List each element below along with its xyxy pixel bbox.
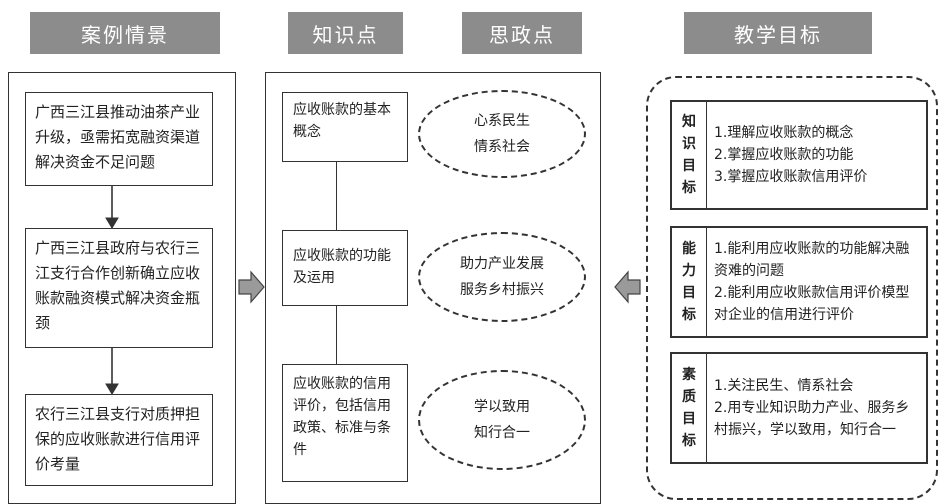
goal-box-ability: 能 力 目 标 1.能利用应收账款的功能解决融资难的问题 2.能利用应收账款信用…: [670, 226, 928, 338]
goal-item: 2.用专业知识助力产业、服务乡村振兴，学以致用，知行合一: [714, 400, 910, 438]
goal-box-knowledge: 知 识 目 标 1.理解应收账款的概念 2.掌握应收账款的功能 3.掌握应收账款…: [670, 100, 928, 210]
ideology-3-line1: 学以致用: [474, 399, 530, 415]
goal-item: 2.能利用应收账款信用评价模型对企业的信用进行评价: [714, 285, 910, 323]
header-ideology: 思政点: [462, 12, 582, 54]
goal-label-char: 标: [682, 433, 696, 449]
header-cases: 案例情景: [30, 12, 220, 54]
ideology-3-line2: 知行合一: [474, 425, 530, 441]
goal-label-char: 目: [682, 158, 696, 174]
goal-label-char: 力: [682, 263, 696, 279]
goal-item: 1.能利用应收账款的功能解决融资难的问题: [714, 241, 910, 279]
ideology-1-line2: 情系社会: [474, 139, 530, 155]
ideology-ellipse-2: 助力产业发展 服务乡村振兴: [418, 232, 586, 322]
goal-item: 2.掌握应收账款的功能: [714, 147, 854, 163]
goal-box-quality: 素 质 目 标 1.关注民生、情系社会 2.用专业知识助力产业、服务乡村振兴，学…: [670, 352, 928, 464]
goal-label-char: 目: [682, 411, 696, 427]
ideology-2-line1: 助力产业发展: [460, 256, 544, 272]
goal-label-char: 能: [682, 241, 696, 257]
case-box-1: 广西三江县推动油茶产业升级，亟需拓宽融资渠道解决资金不足问题: [25, 92, 213, 186]
knowledge-box-2: 应收账款的功能及运用: [282, 230, 408, 306]
header-knowledge: 知识点: [288, 12, 403, 54]
header-goals: 教学目标: [684, 12, 872, 54]
goal-label-quality: 素 质 目 标: [672, 354, 707, 462]
goal-items-ability: 1.能利用应收账款的功能解决融资难的问题 2.能利用应收账款信用评价模型对企业的…: [706, 228, 926, 336]
knowledge-connector-2: [336, 306, 338, 364]
goal-item: 3.掌握应收账款信用评价: [714, 169, 868, 185]
ideology-ellipse-1: 心系民生 情系社会: [418, 90, 586, 178]
case-arrow-2: [105, 348, 119, 395]
knowledge-box-3: 应收账款的信用评价，包括信用政策、标准与条件: [282, 364, 408, 482]
goal-label-char: 素: [682, 367, 696, 383]
block-arrow-right: [238, 270, 265, 304]
goal-label-char: 识: [682, 136, 696, 152]
goal-label-char: 目: [682, 285, 696, 301]
ideology-2-line2: 服务乡村振兴: [460, 282, 544, 298]
goal-label-ability: 能 力 目 标: [672, 228, 707, 336]
case-arrow-1: [105, 186, 119, 229]
goal-items-quality: 1.关注民生、情系社会 2.用专业知识助力产业、服务乡村振兴，学以致用，知行合一: [706, 354, 926, 462]
goal-item: 1.关注民生、情系社会: [714, 378, 854, 394]
knowledge-box-1: 应收账款的基本概念: [282, 92, 408, 162]
goal-label-char: 标: [682, 180, 696, 196]
case-box-3: 农行三江县支行对质押担保的应收账款进行信用评价考量: [25, 394, 213, 486]
goal-label-char: 标: [682, 307, 696, 323]
block-arrow-left: [614, 270, 641, 304]
ideology-ellipse-3: 学以致用 知行合一: [418, 370, 586, 470]
case-box-2: 广西三江县政府与农行三江支行合作创新确立应收账款融资模式解决资金瓶颈: [25, 228, 213, 348]
ideology-1-line1: 心系民生: [474, 113, 530, 129]
knowledge-connector-1: [336, 162, 338, 230]
goal-label-char: 知: [682, 114, 696, 130]
goal-label-char: 质: [682, 389, 696, 405]
goal-label-knowledge: 知 识 目 标: [672, 102, 707, 208]
goal-item: 1.理解应收账款的概念: [714, 125, 854, 141]
goals-column: [646, 76, 938, 500]
goal-items-knowledge: 1.理解应收账款的概念 2.掌握应收账款的功能 3.掌握应收账款信用评价: [706, 102, 926, 208]
